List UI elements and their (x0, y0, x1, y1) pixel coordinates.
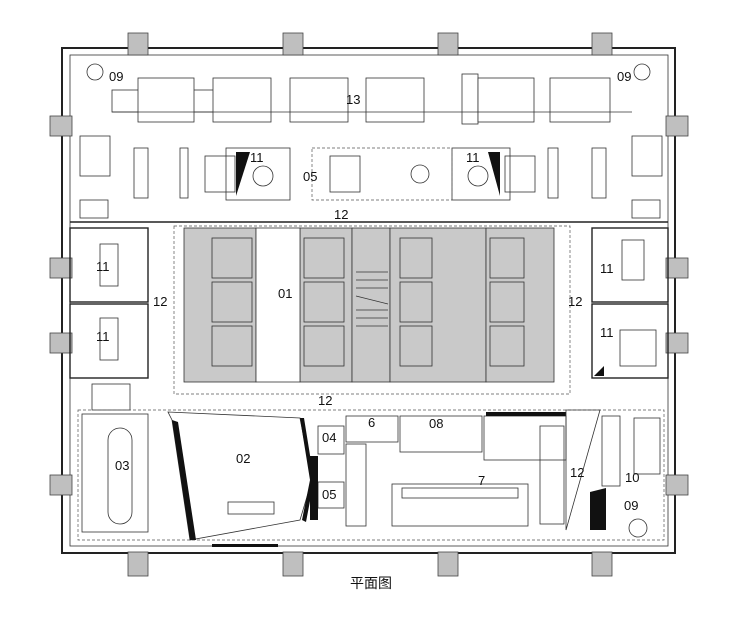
label-12-west: 12 (153, 294, 167, 309)
central-core (173, 225, 571, 395)
room-labels: 01 02 03 04 05 05 6 7 08 09 09 09 10 11 … (96, 69, 639, 513)
label-04: 04 (322, 430, 336, 445)
label-08: 08 (429, 416, 443, 431)
label-12-southeast: 12 (570, 465, 584, 480)
west-rooms (69, 227, 149, 411)
label-09-se: 09 (624, 498, 638, 513)
label-06: 6 (368, 415, 375, 430)
columns (49, 32, 689, 577)
label-13: 13 (346, 92, 360, 107)
label-11-n2: 11 (466, 150, 480, 165)
label-09-ne: 09 (617, 69, 631, 84)
east-rooms (591, 227, 669, 379)
north-workstations (70, 63, 668, 223)
label-11-e1: 11 (600, 261, 614, 276)
label-12-east: 12 (568, 294, 582, 309)
label-12-north: 12 (334, 207, 348, 222)
south-zone (77, 409, 665, 547)
label-02: 02 (236, 451, 250, 466)
label-11-w1: 11 (96, 259, 110, 274)
label-01: 01 (278, 286, 292, 301)
label-11-e2: 11 (600, 325, 614, 340)
label-10: 10 (625, 470, 639, 485)
plan-caption: 平面图 (350, 576, 392, 592)
label-11-w2: 11 (96, 329, 110, 344)
label-09-nw: 09 (109, 69, 123, 84)
label-03: 03 (115, 458, 129, 473)
label-11-n1: 11 (250, 150, 264, 165)
label-07: 7 (478, 473, 485, 488)
label-12-south: 12 (318, 393, 332, 408)
label-05-south: 05 (322, 487, 336, 502)
label-05-north: 05 (303, 169, 317, 184)
